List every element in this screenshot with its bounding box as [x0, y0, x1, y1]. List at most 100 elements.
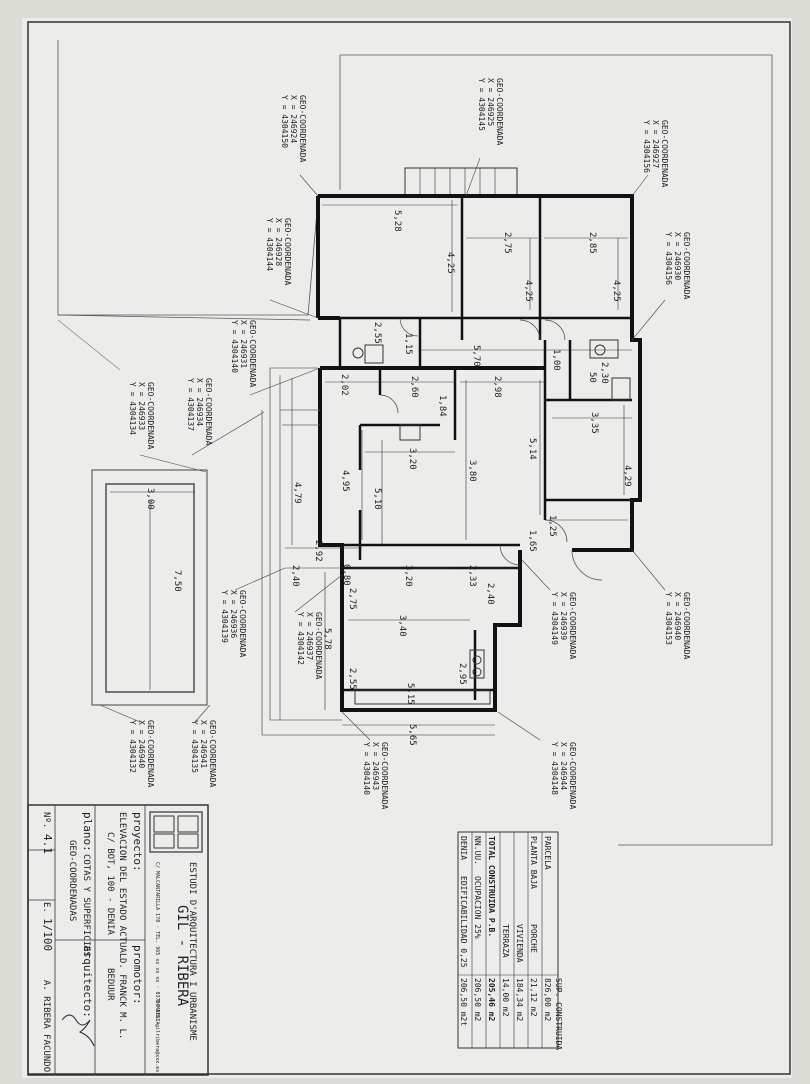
svg-text:GEO-COORDENADA: GEO-COORDENADA: [204, 378, 213, 446]
svg-text:E-MAIL: gilribera@xxx.es: E-MAIL: gilribera@xxx.es: [154, 1000, 160, 1072]
svg-text:GEO-COORDENADA: GEO-COORDENADA: [146, 720, 155, 788]
svg-text:X = 246930: X = 246930: [673, 232, 682, 280]
svg-text:1/100: 1/100: [41, 918, 54, 951]
dim-label: 3,35: [589, 412, 599, 434]
geo-label-13: GEO-COORDENADA X = 246940 Y = 4304132: [128, 720, 155, 788]
svg-text:PLANTA BAJA: PLANTA BAJA: [529, 836, 538, 889]
svg-text:X = 246928: X = 246928: [274, 218, 283, 266]
svg-text:VIVIENDA: VIVIENDA: [515, 924, 524, 963]
svg-text:205,46 m2: 205,46 m2: [487, 978, 496, 1022]
dim-label: 3,40: [397, 615, 407, 637]
stairs-top: [404, 167, 518, 197]
svg-text:X = 246925: X = 246925: [486, 78, 495, 126]
dim-label: 2,75: [347, 588, 357, 610]
geo-label-16: GEO-COORDENADA X = 246944 Y = 4304148: [550, 742, 577, 810]
geo-label-8: GEO-COORDENADA X = 246934 Y = 4304137: [186, 378, 213, 446]
table-row: PLANTA BAJA PORCHE 21,12 m2: [529, 836, 538, 1017]
svg-text:Y = 4304156: Y = 4304156: [664, 232, 673, 285]
geo-label-2: GEO-COORDENADA X = 246925 Y = 4304145: [477, 78, 504, 146]
svg-text:X = 246931: X = 246931: [239, 320, 248, 368]
table-row: TOTAL CONSTRUIDA P.B. 205,46 m2: [487, 836, 496, 1022]
dim-label: 2,75: [502, 232, 512, 254]
dim-label: 4,79: [292, 482, 302, 504]
svg-text:Y = 4304156: Y = 4304156: [642, 120, 651, 173]
dim-label: 5,78: [322, 628, 332, 650]
plot-line: [57, 314, 311, 321]
geo-coordinates: GEO-COORDENADA X = 246924 Y = 4304150 GE…: [128, 78, 691, 810]
svg-text:GEO-COORDENADA: GEO-COORDENADA: [283, 218, 292, 286]
dim-label: 5,14: [527, 438, 537, 460]
svg-text:14,00 m2: 14,00 m2: [501, 978, 510, 1017]
svg-text:X = 246939: X = 246939: [559, 592, 568, 640]
geo-label-15: GEO-COORDENADA X = 246943 Y = 4304140: [362, 742, 389, 810]
plot-diag-line: [57, 319, 121, 371]
studio-name: ESTUDI D'ARQUITECTURA I URBANISME: [187, 862, 197, 1041]
geo-label-14: GEO-COORDENADA X = 246941 Y = 4304135: [190, 720, 217, 788]
svg-text:X = 246941: X = 246941: [199, 720, 208, 768]
dim-label: 4,95: [340, 470, 350, 492]
dim-label: 2,02: [339, 374, 349, 396]
dim-label: 2,40: [290, 565, 300, 587]
dim-label: 5,10: [372, 488, 382, 510]
door-swings: [379, 317, 603, 581]
svg-text:Y = 4304140: Y = 4304140: [362, 742, 371, 795]
dim-label: 2,95: [457, 663, 467, 685]
dim-label: 5,28: [392, 210, 402, 232]
svg-text:C/ BOT, 100 - DENIA: C/ BOT, 100 - DENIA: [105, 832, 115, 936]
svg-text:GEO-COORDENADA: GEO-COORDENADA: [298, 95, 307, 163]
dim-label: 4,25: [523, 280, 533, 302]
dim-label: 1,84: [437, 395, 447, 417]
geo-label-9: GEO-COORDENADA X = 246936 Y = 4304139: [220, 590, 247, 658]
svg-text:Y = 4304134: Y = 4304134: [128, 382, 137, 435]
svg-text:GIL - RIBERA: GIL - RIBERA: [174, 905, 190, 1007]
svg-text:X = 246940: X = 246940: [673, 592, 682, 640]
svg-text:Y = 4304148: Y = 4304148: [550, 742, 559, 795]
arquitecto-label: arquitecto:: [81, 945, 94, 1018]
dim-label: 4,25: [611, 280, 621, 302]
svg-text:promotor:: promotor:: [131, 945, 144, 1005]
svg-text:GEO-COORDENADA: GEO-COORDENADA: [208, 720, 217, 788]
studio-brand: GIL - RIBERA: [174, 905, 190, 1007]
svg-text:proyecto:: proyecto:: [131, 812, 144, 872]
svg-text:826,00 m2: 826,00 m2: [543, 978, 552, 1022]
promotor2: BEDUUR: [105, 968, 115, 1001]
dim-label: 3,80: [467, 460, 477, 482]
svg-text:GEO-COORDENADA: GEO-COORDENADA: [682, 232, 691, 300]
dim-label: 2,40: [485, 583, 495, 605]
proyecto: ELEVACION DEL ESTADO ACTUAL: [117, 812, 127, 958]
svg-text:X = 246924: X = 246924: [289, 95, 298, 143]
dim-label: 5,70: [471, 345, 481, 367]
svg-text:GEO-COORDENADA: GEO-COORDENADA: [568, 742, 577, 810]
studio-address: C/ MALCANTARILLA 170 · TEL. 965 xx xx xx…: [154, 862, 160, 1025]
svg-text:X = 246943: X = 246943: [371, 742, 380, 790]
geo-label-5: GEO-COORDENADA X = 246930 Y = 4304156: [664, 232, 691, 300]
svg-text:Y = 4304137: Y = 4304137: [186, 378, 195, 431]
geo-label-12: GEO-COORDENADA X = 246940 Y = 4304153: [664, 592, 691, 660]
dim-label: 0,80: [341, 564, 351, 586]
plano-label: plano: COTAS Y SUPERFICIES: [81, 812, 94, 957]
geo-label-4: GEO-COORDENADA X = 246928 Y = 4304144: [265, 218, 292, 286]
svg-text:21,12 m2: 21,12 m2: [529, 978, 538, 1017]
geo-label-7: GEO-COORDENADA X = 246933 Y = 4304134: [128, 382, 155, 450]
pool: [91, 469, 208, 706]
svg-text:GEO-COORDENADA: GEO-COORDENADA: [380, 742, 389, 810]
dim-label: 2,55: [372, 322, 382, 344]
svg-text:PARCELA: PARCELA: [543, 836, 552, 870]
svg-text:Nº.: Nº.: [41, 812, 51, 828]
proyecto-addr: C/ BOT, 100 - DENIA: [105, 832, 115, 936]
svg-text:arquitecto:: arquitecto:: [81, 945, 94, 1018]
svg-text:X = 246933: X = 246933: [137, 382, 146, 430]
geo-label-3: GEO-COORDENADA X = 246927 Y = 4304156: [642, 120, 669, 188]
svg-text:DENIA: DENIA: [459, 836, 468, 860]
dim-label: 1,00: [551, 349, 561, 371]
dim-label: 50: [587, 372, 597, 383]
svg-text:Y = 4304140: Y = 4304140: [230, 320, 239, 373]
dim-label: 1,15: [403, 333, 413, 355]
svg-text:TERRAZA: TERRAZA: [501, 924, 510, 958]
svg-text:4.1: 4.1: [41, 834, 54, 854]
dim-label: 5,65: [407, 724, 417, 746]
table-row: NN.UU. OCUPACION 25% 206,50 m2: [473, 836, 482, 1022]
table-col-head: SUP. CONSTRUIDA: [554, 978, 563, 1050]
promotor: D. FRANCK M. L.: [117, 958, 127, 1039]
svg-text:NN.UU.: NN.UU.: [473, 836, 482, 865]
